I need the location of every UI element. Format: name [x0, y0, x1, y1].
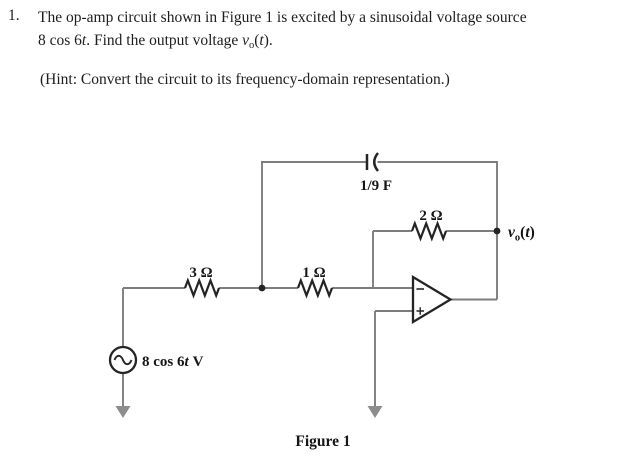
text-run: o: [515, 233, 520, 244]
text-run: 8 cos 6: [38, 31, 82, 49]
hint-text: (Hint: Convert the circuit to its freque…: [40, 71, 450, 88]
text-run: o: [248, 39, 255, 51]
node-group: [258, 227, 501, 292]
text-run: t: [185, 354, 190, 370]
text-run: t: [259, 31, 264, 49]
resistor-3ohm-label: 3 Ω: [189, 265, 212, 281]
node-dot-input: [258, 284, 266, 292]
opamp-triangle: [411, 274, 453, 325]
text-run: v: [242, 31, 249, 49]
capacitor-value-label: 1/9 F: [360, 178, 392, 194]
ac-source-sine-icon: [113, 354, 133, 366]
text-run: v: [508, 224, 516, 241]
opamp-plus-sign: [416, 307, 424, 315]
problem-line-1: The op-amp circuit shown in Figure 1 is …: [38, 9, 527, 26]
capacitor-plate-curved: [373, 152, 379, 172]
resistor-2ohm-label: 2 Ω: [419, 208, 442, 224]
component-group: [108, 152, 453, 375]
output-voltage-label: vo(t): [508, 224, 535, 244]
ground-group: [115, 406, 383, 418]
text-run: (: [254, 31, 260, 49]
text-run: 8 cos 6: [142, 354, 185, 370]
text-run: (: [520, 224, 525, 241]
problem-number: 1.: [8, 7, 20, 24]
text-run: t: [81, 31, 87, 49]
problem-text: The op-amp circuit shown in Figure 1 is …: [38, 7, 632, 57]
text-run: ): [530, 224, 535, 241]
figure-caption: Figure 1: [295, 433, 350, 450]
text-run: V: [193, 354, 204, 370]
resistor-2ohm: [410, 220, 448, 242]
text-run: t: [525, 224, 530, 241]
text-run: . Find the output voltage: [86, 31, 243, 49]
ground-icon-opamp: [367, 406, 383, 418]
resistor-1ohm: [296, 277, 334, 299]
text-run: ).: [263, 31, 273, 49]
resistor-3ohm: [183, 277, 221, 299]
problem-line-2: 8 cos 6t. Find the output voltage vo(t).: [38, 30, 632, 58]
node-dot-output: [493, 227, 501, 235]
ground-icon-source: [115, 406, 131, 418]
resistor-1ohm-label: 1 Ω: [302, 265, 325, 281]
